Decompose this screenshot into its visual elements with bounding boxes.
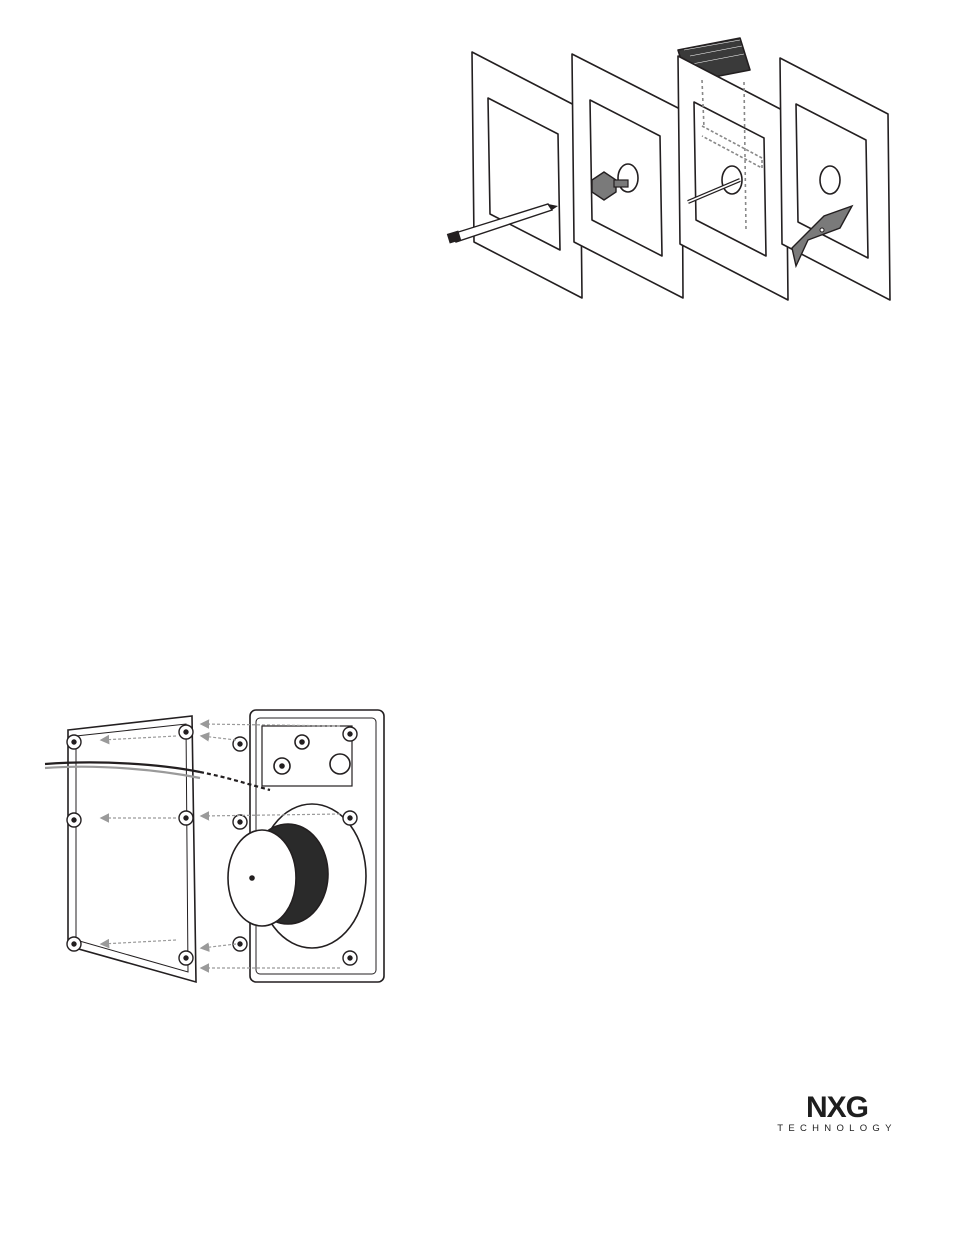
speaker-assembly-illustration [40, 700, 400, 1000]
brand-mark: NXG TECHNOLOGY [764, 1093, 910, 1138]
brand-tagline: TECHNOLOGY [764, 1123, 910, 1134]
panel-1 [472, 52, 582, 298]
panel-3 [678, 56, 788, 300]
panel-2 [572, 54, 683, 298]
grille-frame [68, 716, 196, 982]
nxg-logo: NXG [764, 1093, 910, 1119]
logo-text: NXG [806, 1093, 868, 1119]
speaker-driver [228, 804, 366, 948]
cutout-procedure-illustration [440, 30, 920, 310]
